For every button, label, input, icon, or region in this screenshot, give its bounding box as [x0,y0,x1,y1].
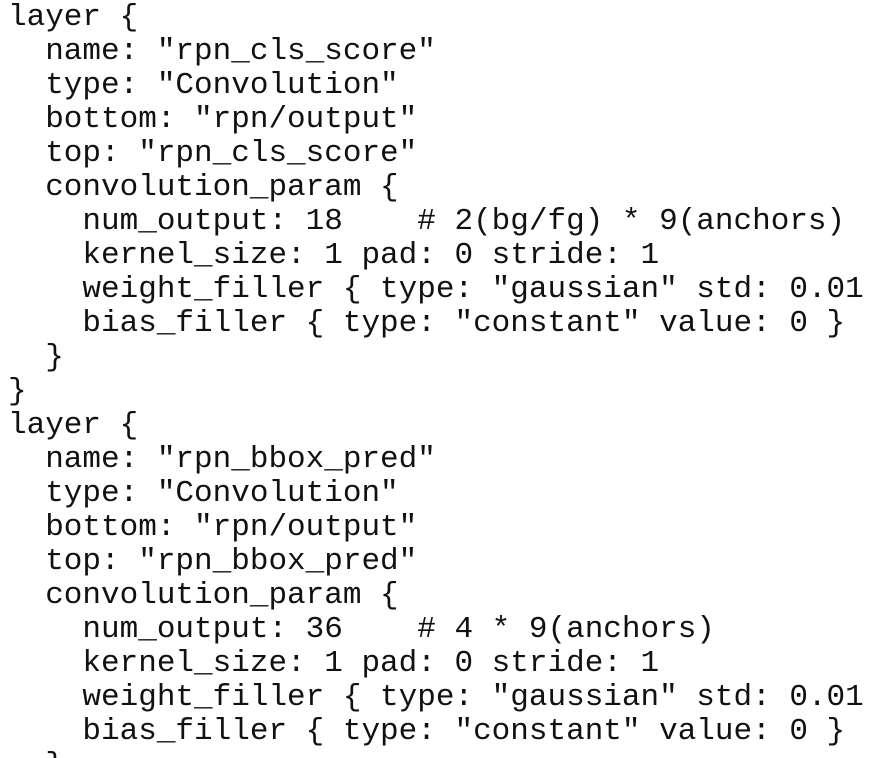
code-line: kernel_size: 1 pad: 0 stride: 1 [8,238,660,273]
code-line: bottom: "rpn/output" [8,102,418,137]
code-line: kernel_size: 1 pad: 0 stride: 1 [8,646,660,681]
code-line: bias_filler { type: "constant" value: 0 … [8,306,846,341]
code-line: type: "Convolution" [8,68,399,103]
code-line: weight_filler { type: "gaussian" std: 0.… [8,272,864,307]
code-line: bottom: "rpn/output" [8,510,418,545]
code-line: top: "rpn_cls_score" [8,136,418,171]
code-line: convolution_param { [8,578,399,613]
code-line: } [8,340,64,375]
code-line: } [8,374,27,409]
code-line: bias_filler { type: "constant" value: 0 … [8,714,846,749]
code-line: name: "rpn_cls_score" [8,34,436,69]
code-line: convolution_param { [8,170,399,205]
code-line: num_output: 18 # 2(bg/fg) * 9(anchors) [8,204,846,239]
code-line: type: "Convolution" [8,476,399,511]
code-line: top: "rpn_bbox_pred" [8,544,418,579]
code-line: layer { [8,408,139,443]
code-line: layer { [8,0,139,35]
code-line: weight_filler { type: "gaussian" std: 0.… [8,680,864,715]
code-line: name: "rpn_bbox_pred" [8,442,436,477]
code-line: num_output: 36 # 4 * 9(anchors) [8,612,715,647]
code-line: } [8,749,894,758]
